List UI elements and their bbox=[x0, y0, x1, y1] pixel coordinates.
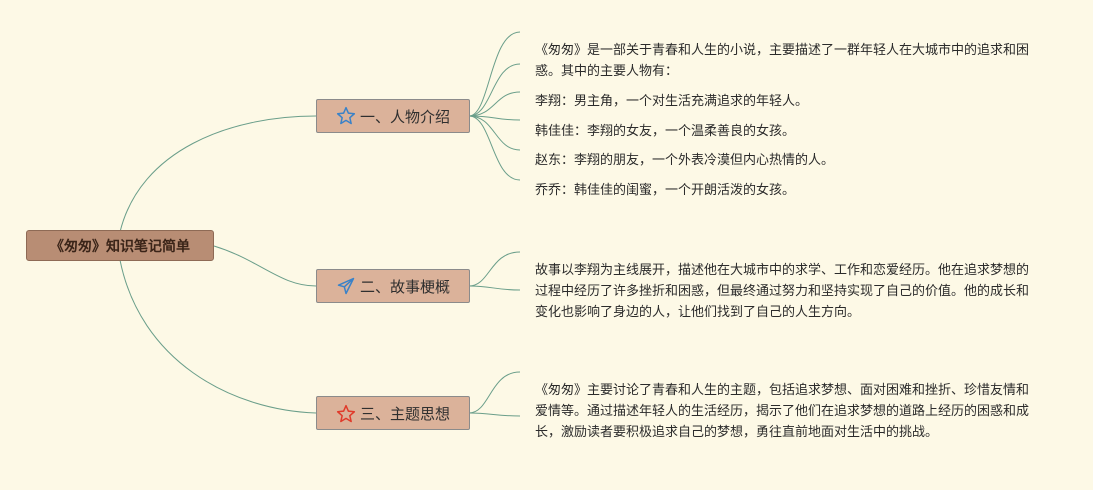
star-outline-icon bbox=[336, 403, 356, 423]
link-b1-leaf-1b bbox=[468, 63, 521, 117]
link-b2-leaf-1b bbox=[468, 285, 521, 291]
branch-node-synopsis[interactable]: 二、故事梗概 bbox=[316, 269, 470, 303]
link-root-branch-2 bbox=[213, 245, 317, 287]
branch-node-characters[interactable]: 一、人物介绍 bbox=[316, 99, 470, 133]
branch-label: 三、主题思想 bbox=[359, 404, 450, 423]
leaf-text: 故事以李翔为主线展开，描述他在大城市中的求学、工作和恋爱经历。他在追求梦想的过程… bbox=[535, 263, 1030, 320]
leaf-text: 《匆匆》主要讨论了青春和人生的主题，包括追求梦想、面对困难和挫折、珍惜友情和爱情… bbox=[535, 383, 1030, 440]
link-b1-leaf-2 bbox=[468, 91, 521, 117]
link-b1-leaf-4 bbox=[468, 115, 521, 151]
link-b1-leaf-3 bbox=[468, 115, 521, 121]
link-b3-leaf-1 bbox=[468, 371, 521, 414]
root-label: 《匆匆》知识笔记简单 bbox=[50, 238, 190, 255]
leaf-text: 赵东：李翔的朋友，一个外表冷漠但内心热情的人。 bbox=[535, 153, 835, 168]
branch-label: 一、人物介绍 bbox=[359, 107, 450, 126]
paper-plane-icon bbox=[336, 276, 356, 296]
leaf-text: 乔乔：韩佳佳的闺蜜，一个开朗活泼的女孩。 bbox=[535, 183, 796, 198]
link-b3-leaf-1b bbox=[468, 412, 521, 417]
link-b1-leaf-1 bbox=[468, 31, 521, 117]
leaf-text: 《匆匆》是一部关于青春和人生的小说，主要描述了一群年轻人在大城市中的追求和困惑。… bbox=[535, 43, 1030, 79]
link-root-branch-3 bbox=[119, 259, 317, 414]
link-b1-leaf-5 bbox=[468, 115, 521, 181]
branch-label: 二、故事梗概 bbox=[359, 277, 450, 296]
star-outline-icon bbox=[336, 106, 356, 126]
link-root-branch-1 bbox=[119, 115, 317, 233]
link-b2-leaf-1 bbox=[468, 251, 521, 287]
branch-node-theme[interactable]: 三、主题思想 bbox=[316, 396, 470, 430]
leaf-text: 李翔：男主角，一个对生活充满追求的年轻人。 bbox=[535, 94, 809, 109]
root-node[interactable]: 《匆匆》知识笔记简单 bbox=[26, 230, 214, 261]
leaf-text: 韩佳佳：李翔的女友，一个温柔善良的女孩。 bbox=[535, 124, 796, 139]
